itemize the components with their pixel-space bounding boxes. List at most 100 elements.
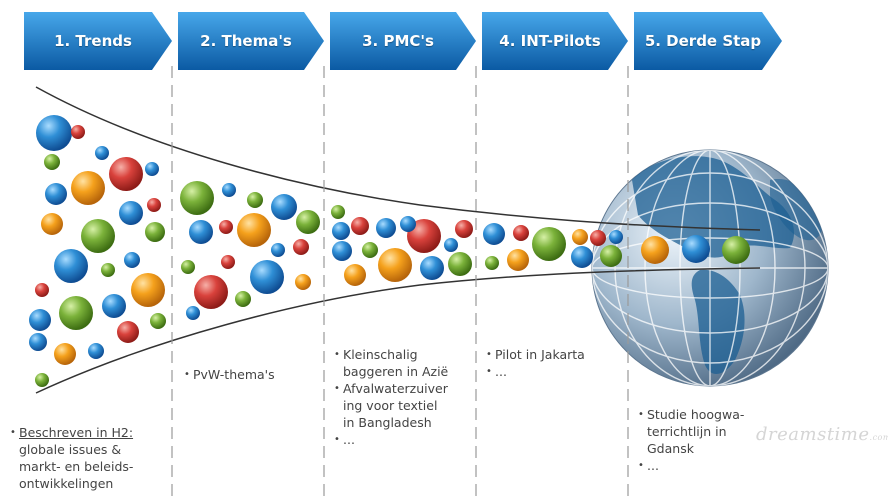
green-sphere (235, 291, 251, 307)
blue-sphere (29, 309, 51, 331)
watermark-logo: dreamstime.com (756, 424, 888, 445)
note-line: ... (495, 364, 507, 379)
blue-sphere (444, 238, 458, 252)
note-line: terrichtlijn in (647, 424, 727, 439)
blue-sphere (332, 241, 352, 261)
blue-sphere (609, 230, 623, 244)
blue-sphere (145, 162, 159, 176)
green-sphere (150, 313, 166, 329)
phase-label: 4. INT-Pilots (499, 32, 601, 50)
green-sphere (448, 252, 472, 276)
note-line: Pilot in Jakarta (495, 347, 585, 362)
note-line: baggeren in Azië (343, 364, 449, 379)
phase-arrow-trends: 1. Trends (24, 12, 172, 70)
orange-sphere (641, 236, 669, 264)
note-trends: Beschreven in H2: globale issues & markt… (10, 424, 170, 492)
red-sphere (455, 220, 473, 238)
orange-sphere (131, 273, 165, 307)
note-line: Afvalwaterzuiver (343, 381, 448, 396)
green-sphere (532, 227, 566, 261)
green-sphere (44, 154, 60, 170)
orange-sphere (41, 213, 63, 235)
note-line: globale issues & (19, 442, 122, 457)
note-line: Kleinschalig (343, 347, 418, 362)
red-sphere (117, 321, 139, 343)
red-sphere (590, 230, 606, 246)
blue-sphere (400, 216, 416, 232)
blue-sphere (271, 243, 285, 257)
blue-sphere (95, 146, 109, 160)
blue-sphere (271, 194, 297, 220)
blue-sphere (420, 256, 444, 280)
blue-sphere (54, 249, 88, 283)
orange-sphere (572, 229, 588, 245)
blue-sphere (29, 333, 47, 351)
green-sphere (296, 210, 320, 234)
blue-sphere (682, 235, 710, 263)
note-line: ing voor textiel (343, 398, 438, 413)
orange-sphere (378, 248, 412, 282)
note-pilots: Pilot in Jakarta ... (486, 346, 626, 380)
phase-arrow-int-pilots: 4. INT-Pilots (482, 12, 628, 70)
green-sphere (600, 245, 622, 267)
globe-icon (591, 149, 829, 387)
red-sphere (109, 157, 143, 191)
note-line: PvW-thema's (193, 367, 275, 382)
blue-sphere (250, 260, 284, 294)
green-sphere (59, 296, 93, 330)
red-sphere (351, 217, 369, 235)
funnel-top-curve (35, 86, 761, 231)
note-line: markt- en beleids- (19, 459, 134, 474)
phase-arrow-derde-stap: 5. Derde Stap (634, 12, 782, 70)
red-sphere (407, 219, 441, 253)
blue-sphere (102, 294, 126, 318)
phase-dividers (171, 66, 629, 499)
blue-sphere (45, 183, 67, 205)
green-sphere (81, 219, 115, 253)
blue-sphere (88, 343, 104, 359)
red-sphere (513, 225, 529, 241)
note-line: Beschreven in H2: (19, 425, 134, 440)
red-sphere (219, 220, 233, 234)
blue-sphere (124, 252, 140, 268)
note-line: ... (647, 458, 659, 473)
orange-sphere (71, 171, 105, 205)
note-line: Studie hoogwa- (647, 407, 745, 422)
note-line: ontwikkelingen (19, 476, 114, 491)
red-sphere (194, 275, 228, 309)
funnel-bottom-curve (35, 267, 761, 394)
phase-arrow-pmcs: 3. PMC's (330, 12, 476, 70)
note-line: ... (343, 432, 355, 447)
phase-label: 5. Derde Stap (644, 32, 762, 50)
green-sphere (485, 256, 499, 270)
blue-sphere (571, 246, 593, 268)
blue-sphere (376, 218, 396, 238)
blue-sphere (36, 115, 72, 151)
orange-sphere (507, 249, 529, 271)
ball-cluster (29, 115, 750, 387)
green-sphere (331, 205, 345, 219)
note-derde-stap: Studie hoogwa- terrichtlijn in Gdansk ..… (638, 406, 758, 474)
blue-sphere (332, 222, 350, 240)
green-sphere (145, 222, 165, 242)
blue-sphere (189, 220, 213, 244)
red-sphere (293, 239, 309, 255)
green-sphere (180, 181, 214, 215)
green-sphere (247, 192, 263, 208)
blue-sphere (483, 223, 505, 245)
red-sphere (221, 255, 235, 269)
orange-sphere (295, 274, 311, 290)
green-sphere (101, 263, 115, 277)
orange-sphere (344, 264, 366, 286)
phase-label: 3. PMC's (362, 32, 434, 50)
note-pmcs: Kleinschalig baggeren in Azië Afvalwater… (334, 346, 474, 448)
note-line: Gdansk (647, 441, 694, 456)
red-sphere (35, 283, 49, 297)
orange-sphere (237, 213, 271, 247)
red-sphere (71, 125, 85, 139)
blue-sphere (186, 306, 200, 320)
blue-sphere (119, 201, 143, 225)
green-sphere (362, 242, 378, 258)
blue-sphere (222, 183, 236, 197)
